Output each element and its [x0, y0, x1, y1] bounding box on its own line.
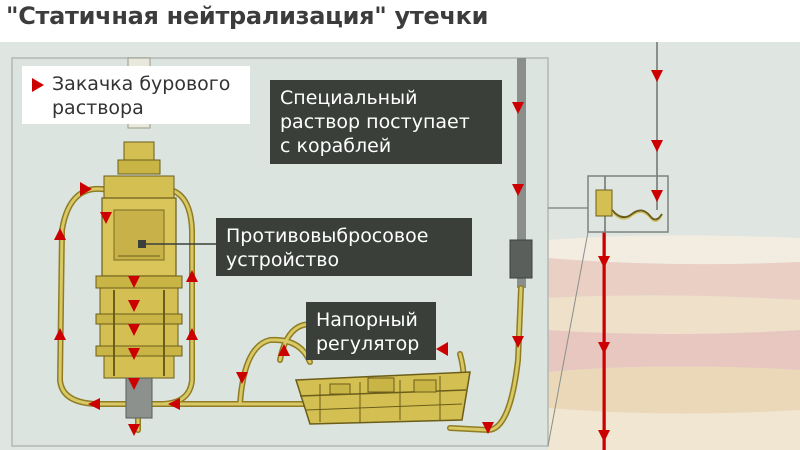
arrow-riser-2 [512, 184, 524, 196]
riser-pipe [517, 58, 526, 288]
overview-flow-arrows [598, 70, 663, 442]
arrow-right-hose-2 [186, 328, 198, 340]
pressure-regulator [294, 371, 471, 425]
arrow-bop-2 [128, 276, 140, 288]
arrow-bop-3 [128, 300, 140, 312]
arrow-bop-1 [100, 212, 112, 224]
overview-box [587, 175, 669, 233]
arrow-bop-top [80, 182, 92, 196]
riser-joint [509, 239, 533, 279]
arrow-riser-4 [482, 422, 494, 434]
label-pressure-regulator: Напорный регулятор [306, 302, 436, 360]
label-blowout-preventer: Противовыбросовое устройство [216, 218, 472, 276]
arrow-riser-3 [512, 336, 524, 348]
arrow-bop-6 [128, 378, 140, 390]
flow-arrows [54, 102, 524, 436]
label-special-solution: Специальный раствор поступает с кораблей [270, 80, 502, 164]
arrow-regulator-in [236, 372, 248, 384]
arrow-regulator-top [278, 344, 290, 356]
arrow-left-bottom [88, 398, 100, 410]
arrow-bop-5 [128, 348, 140, 360]
seabed-strata [548, 235, 800, 450]
arrow-left-up-1 [54, 228, 66, 240]
arrow-hose-right [436, 342, 448, 356]
arrow-riser-1 [512, 102, 524, 114]
arrow-bop-4 [128, 324, 140, 336]
arrow-bottom [128, 424, 140, 436]
arrow-right-hose-1 [186, 270, 198, 282]
legend: Закачка бурового раствора [22, 66, 250, 124]
arrow-left-up-2 [54, 328, 66, 340]
diagram-title: "Статичная нейтрализация" утечки [6, 2, 489, 30]
arrow-mid-bottom [168, 398, 180, 410]
overview-equipment [595, 189, 663, 222]
legend-arrow-icon [32, 78, 44, 92]
legend-text: Закачка бурового раствора [52, 73, 231, 119]
